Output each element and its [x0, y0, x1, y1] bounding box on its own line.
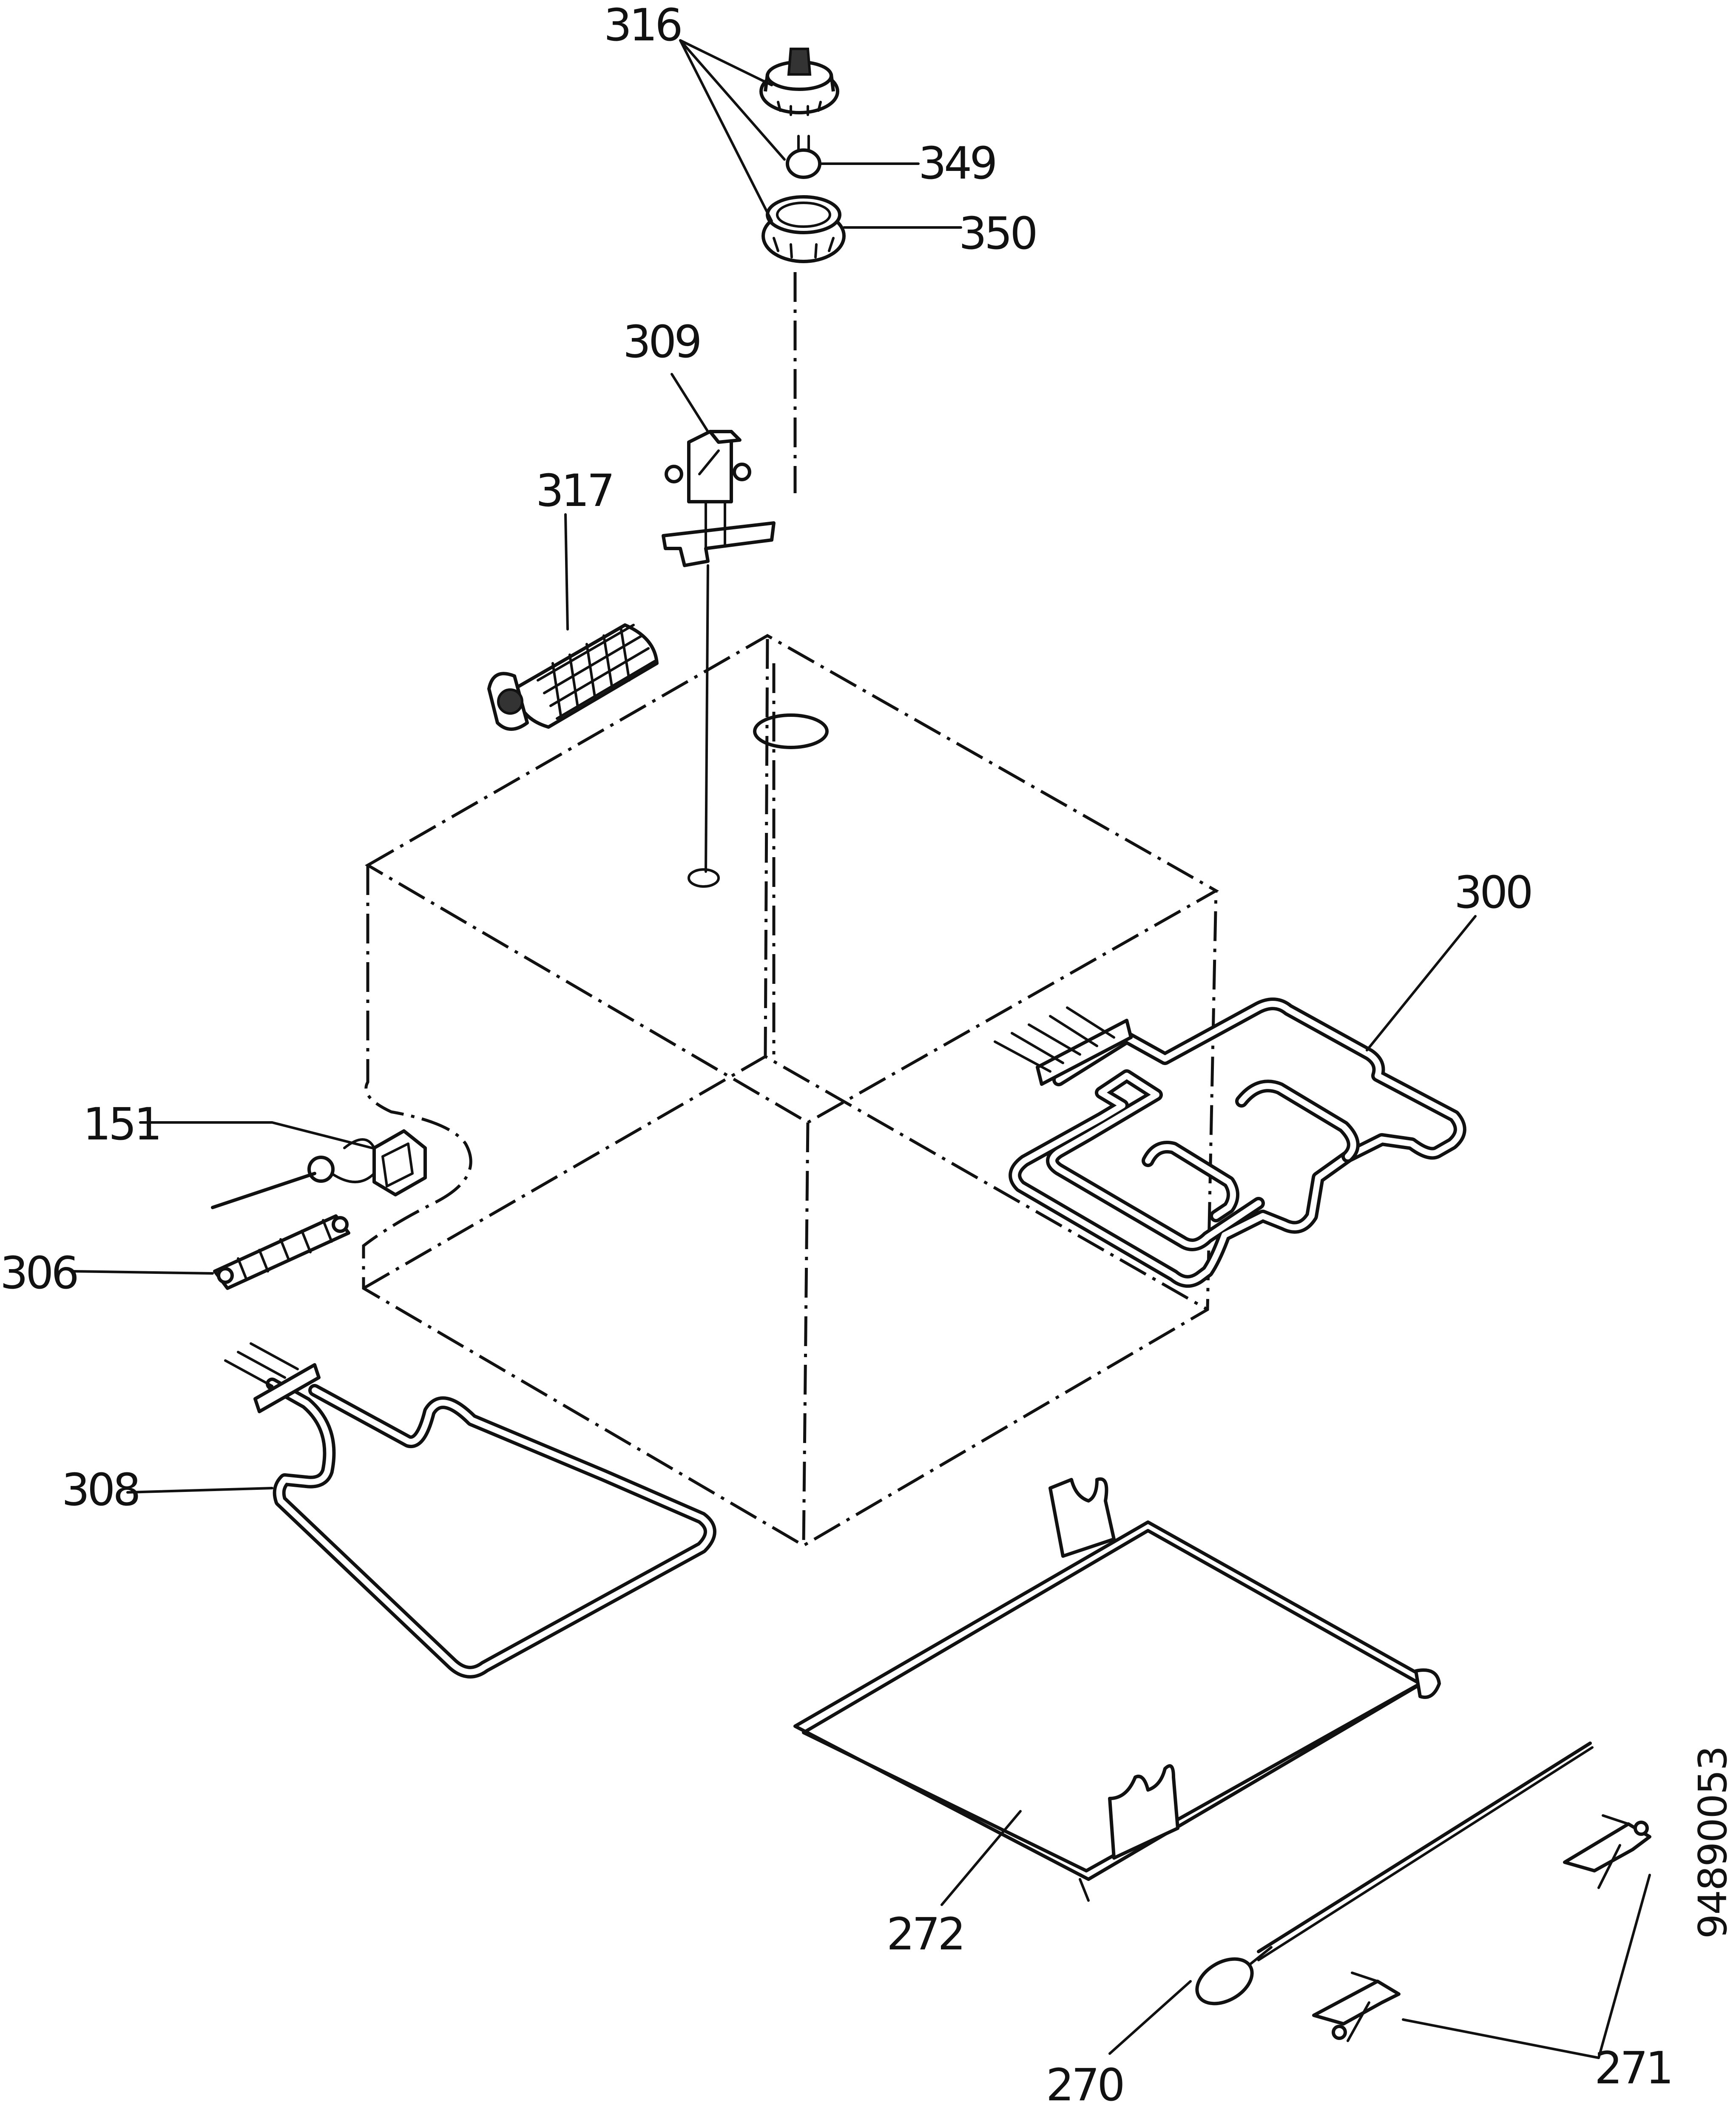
part-labels: 316 349 350 309 317 300 151 306 308 272 …	[0, 0, 1674, 2108]
document-id: 94890053	[1690, 1747, 1736, 1939]
forks-271-icon	[1312, 1814, 1651, 2042]
grill-element-300-icon	[994, 997, 1466, 1288]
label-272: 272	[886, 1908, 963, 1960]
label-306: 306	[0, 1247, 77, 1299]
label-350: 350	[959, 207, 1036, 259]
label-271: 271	[1594, 2042, 1671, 2094]
label-300: 300	[1454, 866, 1531, 918]
label-316: 316	[604, 0, 681, 51]
knob-316-icon	[759, 48, 839, 116]
baking-tray-272-icon	[793, 1477, 1441, 1902]
label-308: 308	[62, 1464, 139, 1516]
ring-349-icon	[786, 135, 821, 179]
label-309: 309	[623, 316, 700, 368]
bezel-350-icon	[761, 195, 846, 263]
lamp-151-icon	[211, 1129, 427, 1209]
label-349: 349	[918, 137, 995, 189]
spit-270-icon	[1195, 1742, 1594, 2006]
label-317: 317	[536, 465, 613, 517]
leader-lines	[71, 39, 1651, 2059]
label-151: 151	[83, 1098, 160, 1150]
lower-element-308-icon	[224, 1342, 716, 1679]
thermostat-309-icon	[662, 430, 776, 888]
oven-cavity-outline	[362, 634, 1219, 1548]
cavity-hole	[753, 713, 829, 749]
label-270: 270	[1046, 2059, 1123, 2108]
fan-motor-317-icon	[487, 623, 659, 731]
terminal-block-306-icon	[213, 1214, 350, 1290]
